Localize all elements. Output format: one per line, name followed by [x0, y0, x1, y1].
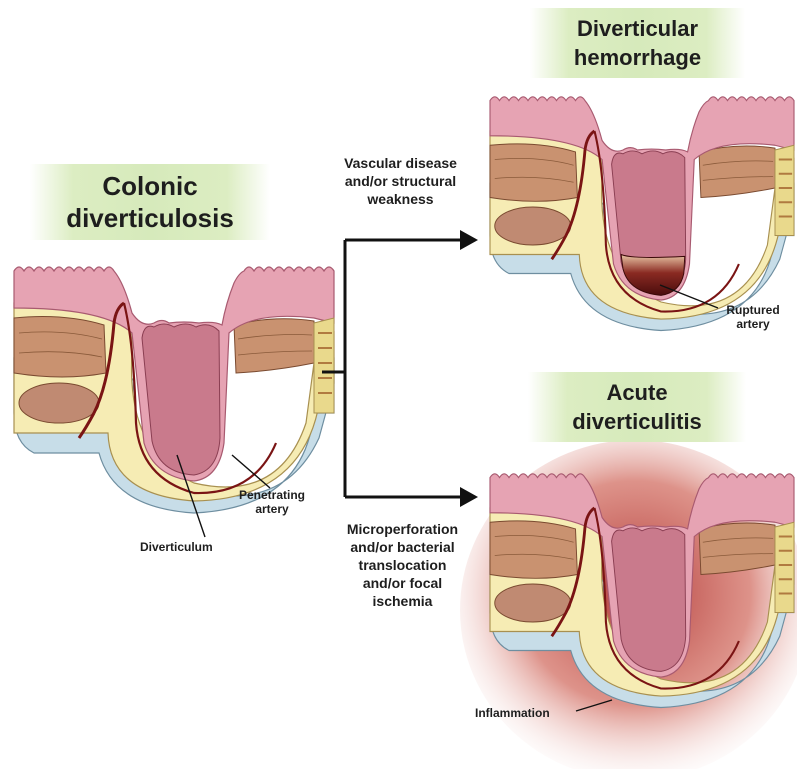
label-pen-line2: artery	[232, 502, 312, 516]
label-rupt-line2: artery	[718, 317, 788, 331]
label-micro-line2: and/or bacterial	[315, 538, 490, 556]
label-rupt-line1: Ruptured	[718, 303, 788, 317]
title-diverticular-hemorrhage: Diverticular hemorrhage	[530, 8, 745, 78]
title-colonic-line1: Colonic	[30, 170, 270, 202]
label-micro-line1: Microperforation	[315, 520, 490, 538]
title-acute-line2: diverticulitis	[528, 407, 746, 436]
label-vascular-disease: Vascular disease and/or structural weakn…	[318, 154, 483, 208]
label-ruptured-artery: Ruptured artery	[718, 303, 788, 331]
label-microperforation: Microperforation and/or bacterial transl…	[315, 520, 490, 610]
label-vasc-line3: weakness	[318, 190, 483, 208]
label-diverticulum: Diverticulum	[140, 540, 213, 554]
title-hem-line2: hemorrhage	[530, 43, 745, 72]
label-pen-line1: Penetrating	[232, 488, 312, 502]
title-colonic-line2: diverticulosis	[30, 202, 270, 234]
label-inflammation: Inflammation	[475, 706, 550, 720]
label-micro-line4: and/or focal	[315, 574, 490, 592]
arrowhead-bottom	[460, 487, 478, 507]
title-acute-line1: Acute	[528, 378, 746, 407]
title-colonic-diverticulosis: Colonic diverticulosis	[30, 164, 270, 240]
arrowhead-top	[460, 230, 478, 250]
label-micro-line5: ischemia	[315, 592, 490, 610]
colonic-diverticulosis-illustration	[14, 267, 334, 513]
title-hem-line1: Diverticular	[530, 14, 745, 43]
title-acute-diverticulitis: Acute diverticulitis	[528, 372, 746, 442]
label-vasc-line2: and/or structural	[318, 172, 483, 190]
branch-arrows	[322, 240, 462, 497]
label-vasc-line1: Vascular disease	[318, 154, 483, 172]
diverticular-hemorrhage-illustration	[490, 97, 794, 331]
label-penetrating-artery: Penetrating artery	[232, 488, 312, 516]
label-micro-line3: translocation	[315, 556, 490, 574]
